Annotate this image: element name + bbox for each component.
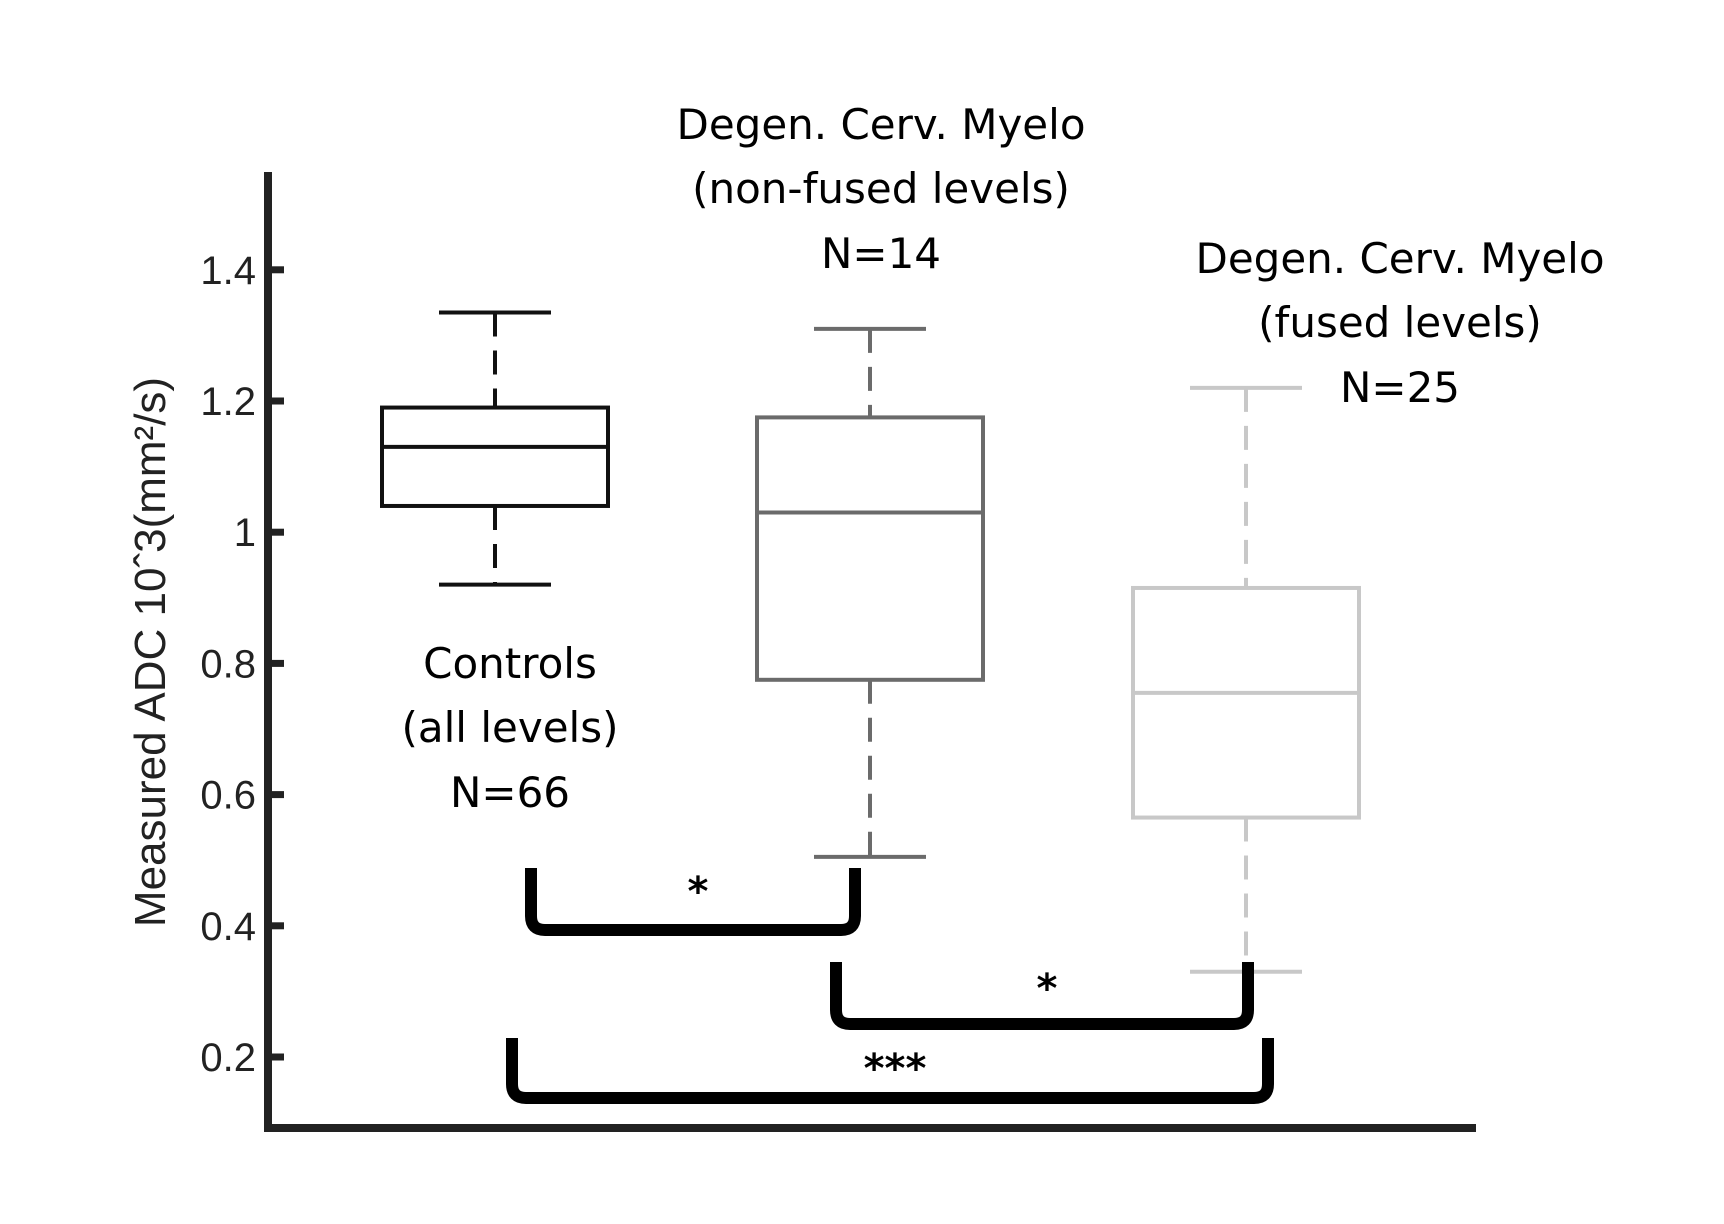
significance-label: * bbox=[688, 869, 709, 915]
y-axis-label: Measured ADC 10ˆ3(mm²/s) bbox=[126, 377, 175, 927]
group-label-2: N=14 bbox=[821, 229, 941, 278]
significance-brackets: ***** bbox=[506, 868, 1274, 1104]
significance-bracket bbox=[830, 962, 1254, 1030]
box-group-3 bbox=[1131, 385, 1361, 974]
y-tick-label: 0.4 bbox=[200, 905, 256, 949]
iqr-box bbox=[1131, 585, 1361, 820]
significance-label: *** bbox=[864, 1046, 927, 1092]
y-tick-label: 1.2 bbox=[200, 380, 256, 424]
box-group-1 bbox=[380, 310, 610, 587]
group-label-2: (non-fused levels) bbox=[692, 164, 1070, 213]
box-group-2 bbox=[755, 326, 985, 859]
group-label-1: (all levels) bbox=[402, 703, 619, 752]
group-label-1: N=66 bbox=[450, 768, 570, 817]
group-label-1: Controls bbox=[423, 639, 597, 688]
boxes bbox=[380, 310, 1361, 974]
y-tick-label: 0.2 bbox=[200, 1036, 256, 1080]
y-tick-label: 1 bbox=[234, 511, 256, 555]
group-label-3: N=25 bbox=[1340, 363, 1460, 412]
y-tick-label: 1.4 bbox=[200, 249, 256, 293]
group-label-3: (fused levels) bbox=[1258, 298, 1542, 347]
iqr-box bbox=[380, 405, 610, 508]
group-label-3: Degen. Cerv. Myelo bbox=[1195, 234, 1604, 283]
significance-bracket bbox=[506, 1038, 1274, 1104]
significance-bracket bbox=[525, 868, 861, 936]
significance-label: * bbox=[1037, 966, 1058, 1012]
y-tick-label: 0.6 bbox=[200, 774, 256, 818]
group-label-2: Degen. Cerv. Myelo bbox=[676, 100, 1085, 149]
group-labels: Controls (all levels) N=66 Degen. Cerv. Mye… bbox=[402, 100, 1605, 817]
iqr-box bbox=[755, 415, 985, 682]
y-tick-label: 0.8 bbox=[200, 642, 256, 686]
